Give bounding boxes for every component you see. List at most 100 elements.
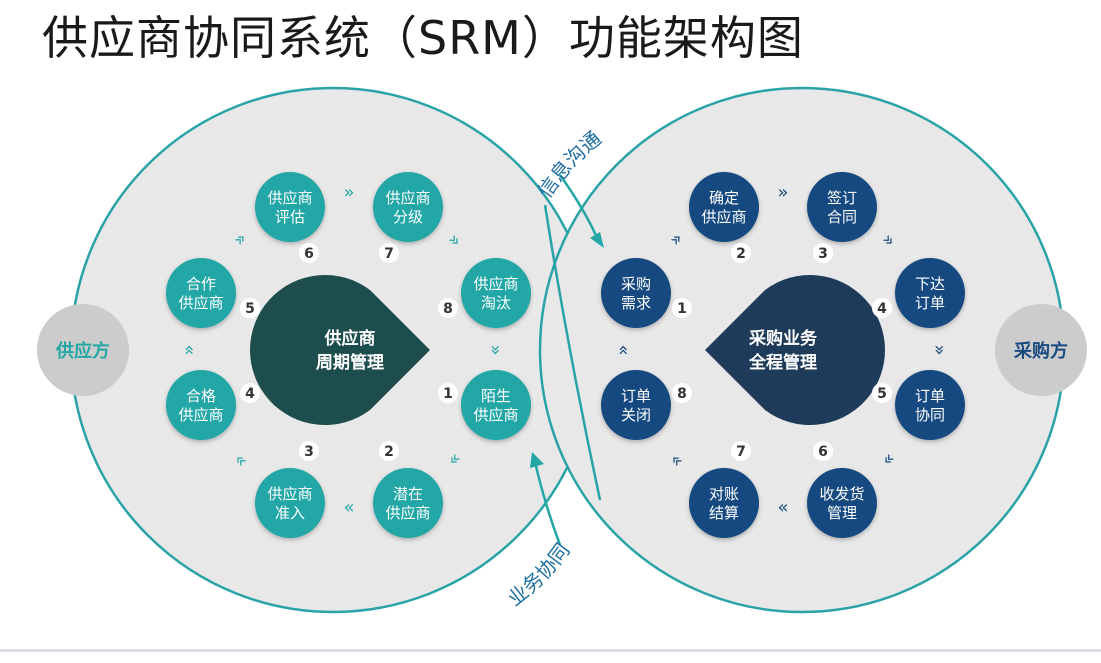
right-center-droplet: 采购业务 全程管理: [705, 275, 885, 425]
supplier-step-badge: 2: [379, 441, 399, 461]
page-title: 供应商协同系统（SRM）功能架构图: [42, 11, 804, 65]
svg-text:3: 3: [304, 444, 314, 460]
supplier-node-label-line2: 供应商: [178, 294, 223, 312]
svg-text:7: 7: [736, 444, 746, 460]
supplier-node-label-line1: 潜在: [393, 485, 423, 503]
procure-node-label-line2: 订单: [915, 294, 945, 312]
procure-node-label-line2: 供应商: [701, 208, 746, 226]
procure-node-label-line1: 对账: [709, 485, 739, 503]
svg-text:8: 8: [443, 301, 453, 317]
svg-text:6: 6: [304, 246, 314, 262]
buyer-party: 采购方: [995, 304, 1087, 396]
supplier-node-label-line2: 分级: [393, 208, 423, 226]
procure-step-badge: 2: [731, 243, 751, 263]
procure-node-label-line1: 采购: [621, 275, 651, 293]
svg-text:供应商: 供应商: [324, 328, 376, 349]
svg-text:3: 3: [818, 246, 828, 262]
supplier-node-label-line1: 合作: [186, 275, 216, 293]
svg-text:5: 5: [245, 301, 255, 317]
chevron-icon: »: [343, 182, 354, 203]
procure-node-label-line2: 合同: [827, 208, 857, 226]
bottom-flow-arrowhead: [530, 452, 544, 468]
svg-text:6: 6: [818, 444, 828, 460]
procure-node-label-line1: 订单: [915, 387, 945, 405]
chevron-icon: »: [929, 344, 950, 355]
procure-node-label-line1: 收发货: [819, 485, 864, 503]
procure-step-badge: 4: [872, 298, 892, 318]
top-flow-arrow: [558, 174, 600, 241]
supplier-node-label-line1: 合格: [186, 387, 216, 405]
supplier-node-label-line2: 评估: [275, 208, 305, 226]
svg-text:4: 4: [877, 301, 887, 317]
svg-text:周期管理: 周期管理: [316, 352, 384, 373]
infinity-crossing: [543, 204, 602, 501]
chevron-icon: «: [777, 497, 788, 518]
svg-text:供应方: 供应方: [55, 340, 110, 362]
supplier-node-label-line1: 供应商: [267, 485, 312, 503]
procure-node-label-line2: 协同: [915, 406, 945, 424]
procure-step-badge: 1: [672, 298, 692, 318]
svg-text:2: 2: [736, 246, 746, 262]
chevron-icon: «: [179, 344, 200, 355]
procure-node-label-line2: 结算: [709, 504, 739, 522]
supplier-step-badge: 3: [299, 441, 319, 461]
supplier-step-badge: 4: [240, 383, 260, 403]
bottom-divider: [0, 649, 1101, 652]
procure-node-label-line1: 签订: [827, 189, 857, 207]
procure-node-label-line2: 管理: [827, 504, 857, 522]
svg-text:1: 1: [443, 386, 453, 402]
bottom-flow-arrow: [533, 461, 562, 546]
procure-node-label-line1: 订单: [621, 387, 651, 405]
chevron-icon: «: [613, 344, 634, 355]
procure-step-badge: 3: [813, 243, 833, 263]
supplier-node-label-line2: 供应商: [385, 504, 430, 522]
procure-node-label-line2: 关闭: [621, 406, 651, 424]
supplier-step-badge: 8: [438, 298, 458, 318]
supplier-node-label-line2: 供应商: [473, 406, 518, 424]
procure-node-label-line1: 下达: [915, 275, 945, 293]
supplier-step-badge: 5: [240, 298, 260, 318]
supplier-node-label-line1: 供应商: [385, 189, 430, 207]
svg-text:8: 8: [677, 386, 687, 402]
procure-step-badge: 8: [672, 383, 692, 403]
chevron-icon: «: [343, 497, 354, 518]
supplier-node-label-line1: 供应商: [473, 275, 518, 293]
svg-text:5: 5: [877, 386, 887, 402]
supplier-step-badge: 6: [299, 243, 319, 263]
supplier-node-label-line1: 陌生: [481, 387, 511, 405]
top-flow-arrowhead: [590, 232, 604, 248]
supplier-node-label-line2: 供应商: [178, 406, 223, 424]
svg-text:7: 7: [384, 246, 394, 262]
supplier-party: 供应方: [37, 304, 129, 396]
procure-node-label-line2: 需求: [621, 294, 651, 312]
supplier-step-badge: 7: [379, 243, 399, 263]
svg-text:全程管理: 全程管理: [748, 352, 817, 373]
supplier-node-label-line2: 淘汰: [481, 294, 511, 312]
procure-node-label-line1: 确定: [709, 189, 739, 207]
svg-text:4: 4: [245, 386, 255, 402]
chevron-icon: »: [485, 344, 506, 355]
supplier-step-badge: 1: [438, 383, 458, 403]
svg-text:采购方: 采购方: [1013, 340, 1068, 362]
left-center-droplet: 供应商 周期管理: [250, 275, 430, 425]
procure-step-badge: 5: [872, 383, 892, 403]
